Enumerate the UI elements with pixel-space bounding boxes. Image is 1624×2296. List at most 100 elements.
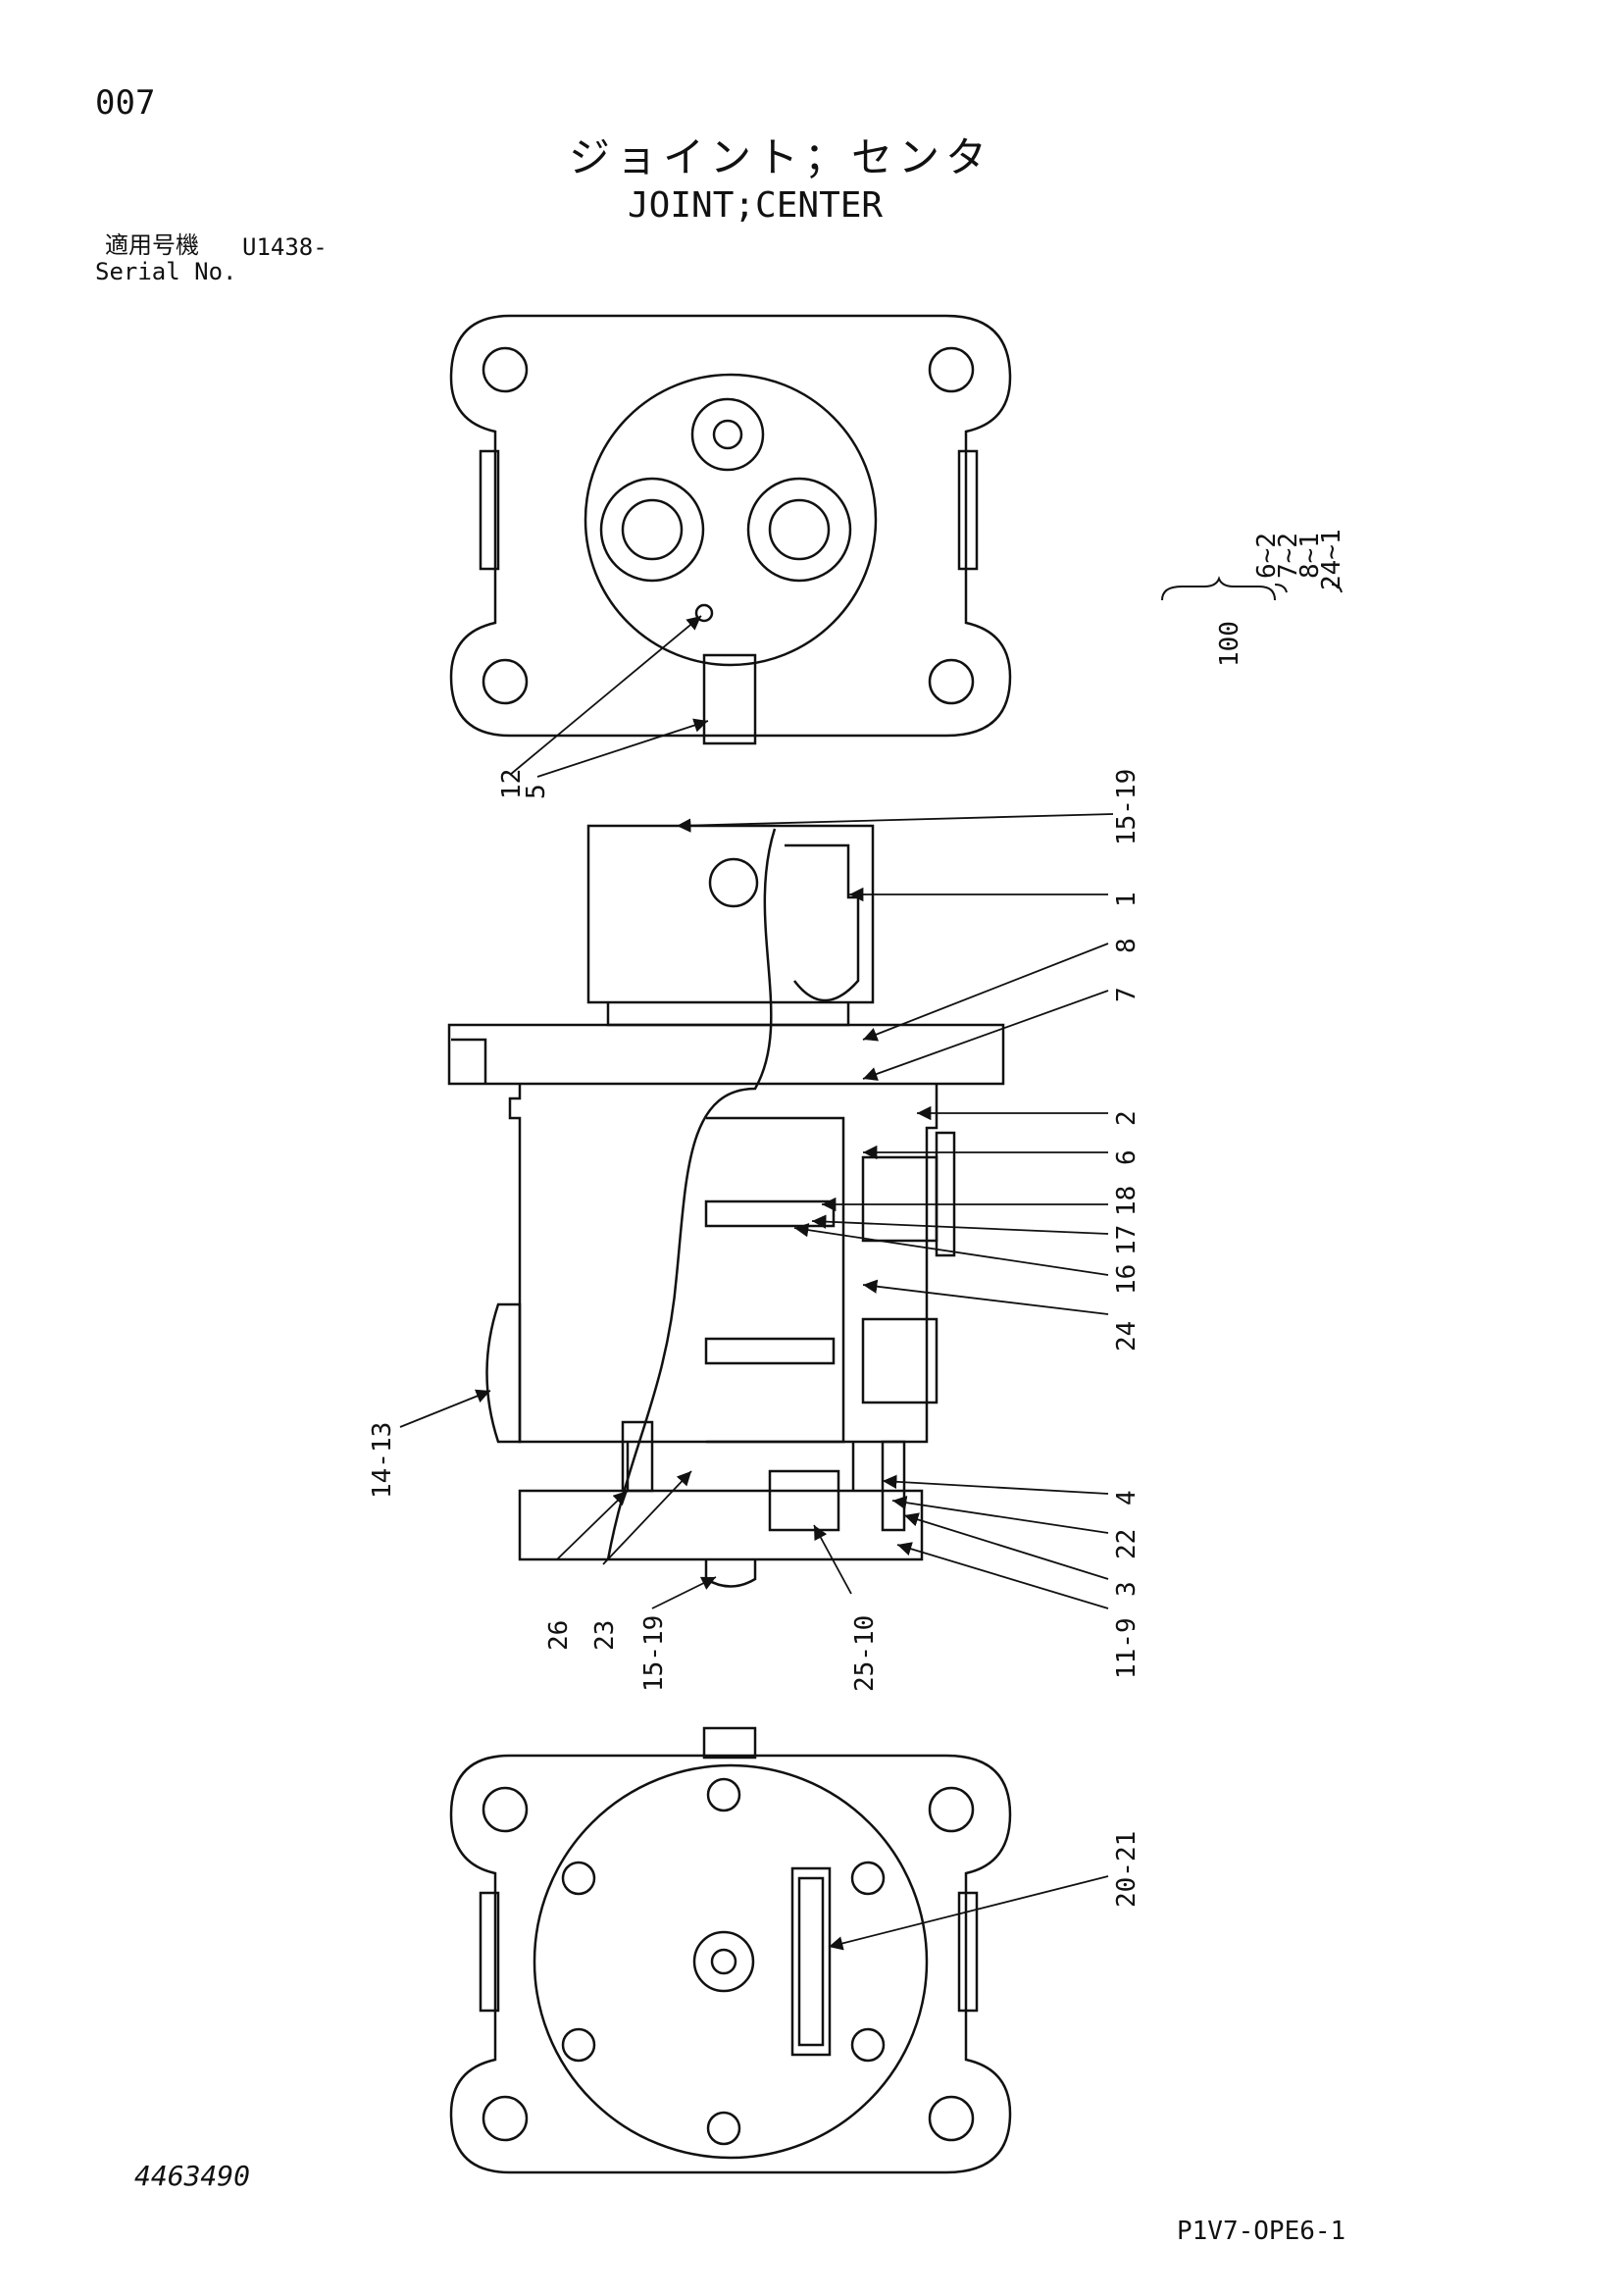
top-port-large-inner	[768, 498, 831, 561]
leader-11-9	[896, 1542, 1109, 1609]
bottom-flange-outline	[449, 1754, 1012, 2174]
top-flange-outline	[449, 314, 1012, 738]
top-bolt-hole	[928, 658, 975, 705]
serial-label-japanese: 適用号機	[105, 231, 199, 259]
callout-24: 24	[1112, 1321, 1142, 1352]
callout-8: 8	[1112, 938, 1142, 953]
top-lock-tab	[702, 653, 757, 745]
bottom-body-circle	[533, 1763, 929, 2160]
bottom-side-boss	[479, 1891, 500, 2013]
callout-5: 5	[522, 784, 551, 799]
leader-25-10	[813, 1524, 852, 1595]
side-spool-upper	[704, 1199, 836, 1228]
callout-23: 23	[590, 1620, 620, 1651]
side-fitting-lower	[861, 1317, 939, 1404]
callout-4: 4	[1112, 1490, 1142, 1505]
side-shaft-bore	[785, 843, 860, 1002]
leader-8	[862, 943, 1109, 1042]
leader-12	[509, 615, 702, 776]
top-pin-hole	[694, 603, 714, 623]
kit-item: 7~2	[1274, 533, 1303, 579]
side-upper-cylinder	[586, 824, 875, 1004]
page-code: P1V7-OPE6-1	[1177, 2217, 1346, 2246]
title-english: JOINT;CENTER	[628, 185, 884, 226]
callout-labels: 12 5 15-19 1 8 7 2 6 18 17 16 24 4 22 3 …	[368, 529, 1346, 1908]
bottom-nameplate	[790, 1866, 832, 2057]
bottom-center-hub-inner	[710, 1948, 737, 1975]
side-view	[447, 824, 1005, 1588]
bottom-bolt	[561, 1861, 596, 1896]
callout-15-19-top: 15-19	[1112, 769, 1142, 845]
side-lower-left-block	[621, 1420, 654, 1493]
leader-14-13	[399, 1389, 491, 1428]
leader-17	[811, 1214, 1109, 1235]
top-bolt-hole	[928, 346, 975, 393]
title-japanese: ジョイント；センタ	[569, 133, 993, 181]
bottom-side-boss	[957, 1891, 979, 2013]
callout-6: 6	[1112, 1149, 1142, 1165]
callout-14-13: 14-13	[368, 1422, 397, 1499]
callout-7: 7	[1112, 987, 1142, 1002]
top-port-inner	[712, 419, 743, 450]
callout-16: 16	[1112, 1264, 1142, 1295]
bottom-bolt-hole	[482, 2095, 529, 2142]
side-base	[518, 1489, 924, 1561]
side-flange	[447, 1023, 1005, 1086]
leader-16	[793, 1223, 1109, 1276]
document-number: 4463490	[134, 2160, 251, 2192]
kit-item: 24~1	[1317, 529, 1346, 590]
bottom-bolt-hole	[482, 1786, 529, 1833]
callout-20-21: 20-21	[1112, 1831, 1142, 1908]
leader-23	[602, 1470, 692, 1565]
leader-24	[862, 1279, 1109, 1315]
top-port-large	[599, 477, 705, 583]
side-bottom-plug	[704, 1559, 757, 1588]
kit-number: 100	[1215, 621, 1244, 667]
kit-item: 8~1	[1295, 533, 1325, 579]
side-seal-block	[768, 1469, 840, 1532]
bottom-bolt	[706, 2111, 741, 2146]
callout-1: 1	[1112, 892, 1142, 907]
callout-26: 26	[544, 1620, 574, 1651]
kit-brace	[1161, 576, 1276, 601]
side-main-body	[508, 1084, 939, 1444]
callout-11-9: 11-9	[1112, 1617, 1142, 1679]
bottom-bolt	[561, 2027, 596, 2063]
side-inner-cavity	[706, 1116, 845, 1444]
side-upper-port	[708, 857, 759, 908]
side-section-break	[606, 828, 777, 1560]
bottom-nameplate-inner	[797, 1876, 825, 2047]
bottom-top-tab	[702, 1726, 757, 1760]
side-right-pin	[881, 1440, 906, 1532]
side-fitting-plate	[935, 1131, 956, 1257]
top-port-large-inner	[621, 498, 684, 561]
leader-15-19-bottom	[651, 1576, 717, 1609]
leader-20-21	[828, 1875, 1109, 1951]
top-view	[449, 314, 1012, 745]
callout-15-19-bottom: 15-19	[639, 1615, 669, 1692]
top-side-boss	[957, 449, 979, 571]
bottom-bolt-hole	[928, 1786, 975, 1833]
side-upper-cap	[606, 1002, 850, 1027]
top-side-boss	[479, 449, 500, 571]
kit-brace-end	[1274, 584, 1343, 593]
bottom-view	[449, 1726, 1012, 2174]
bottom-bolt	[850, 2027, 886, 2063]
top-body-circle	[584, 373, 878, 667]
top-bolt-hole	[482, 346, 529, 393]
leader-22	[891, 1496, 1109, 1534]
callout-3: 3	[1112, 1581, 1142, 1597]
callout-18: 18	[1112, 1186, 1142, 1216]
side-spool-lower	[704, 1337, 836, 1365]
leader-5	[536, 718, 709, 778]
top-bolt-hole	[482, 658, 529, 705]
bottom-bolt-hole	[928, 2095, 975, 2142]
leader-7	[862, 990, 1109, 1081]
top-port	[690, 397, 765, 472]
leader-lines	[399, 615, 1114, 1951]
leader-3	[903, 1512, 1109, 1580]
kit-item: 6~2	[1252, 533, 1282, 579]
bottom-bolt	[850, 1861, 886, 1896]
bottom-bolt	[706, 1777, 741, 1812]
